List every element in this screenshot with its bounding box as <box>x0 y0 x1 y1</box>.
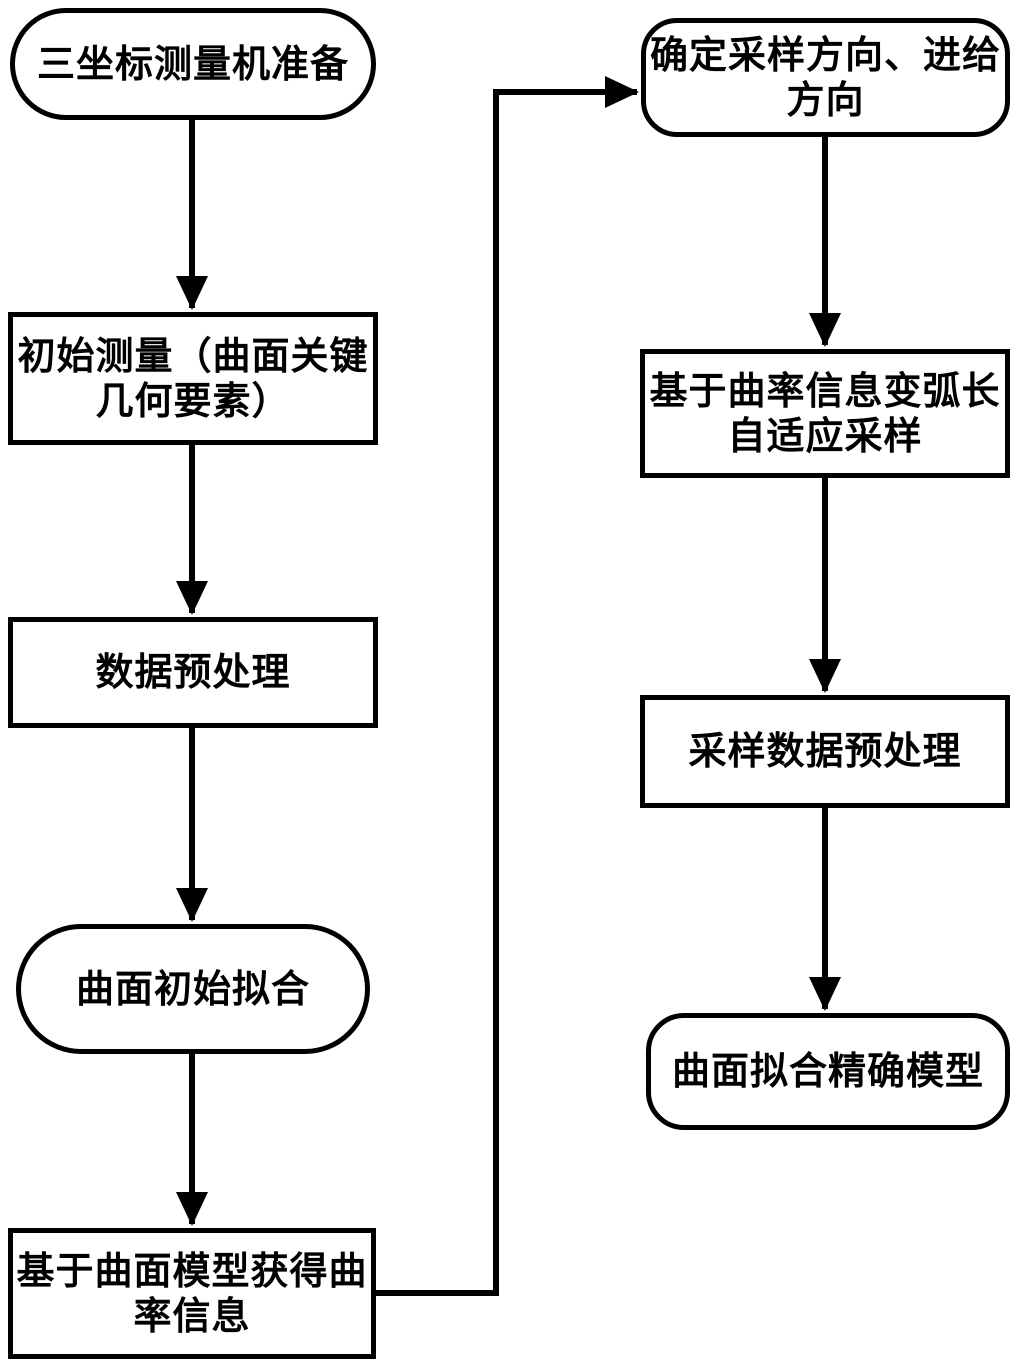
node-label-line: 确定采样方向、进给 <box>649 33 1001 78</box>
flow-node-determine-sampling-feed-direction: 确定采样方向、进给 方向 <box>641 18 1010 137</box>
flow-node-curvature-from-surface-model: 基于曲面模型获得曲 率信息 <box>8 1228 376 1359</box>
node-label-line: 方向 <box>786 77 865 122</box>
node-label-line: 曲面初始拟合 <box>75 966 310 1011</box>
flow-node-cmm-preparation: 三坐标测量机准备 <box>10 8 376 120</box>
node-label-line: 率信息 <box>133 1293 251 1338</box>
flow-node-initial-measurement: 初始测量（曲面关键 几何要素） <box>8 312 378 445</box>
node-label-line: 初始测量（曲面关键 <box>17 334 369 379</box>
node-label-line: 数据预处理 <box>95 650 291 695</box>
flow-node-surface-initial-fitting: 曲面初始拟合 <box>16 924 370 1054</box>
node-label-line: 基于曲率信息变弧长 <box>649 369 1001 414</box>
node-label-line: 自适应采样 <box>727 413 923 458</box>
flow-node-data-preprocessing: 数据预处理 <box>8 617 378 728</box>
flow-node-surface-fitting-accurate-model: 曲面拟合精确模型 <box>646 1013 1010 1130</box>
flow-node-curvature-adaptive-arc-sampling: 基于曲率信息变弧长 自适应采样 <box>640 349 1010 478</box>
node-label-line: 基于曲面模型获得曲 <box>16 1249 368 1294</box>
node-label-line: 曲面拟合精确模型 <box>671 1049 984 1094</box>
flow-node-sampled-data-preprocessing: 采样数据预处理 <box>640 695 1010 808</box>
node-label-line: 三坐标测量机准备 <box>36 41 349 86</box>
node-label-line: 几何要素） <box>95 378 291 423</box>
connector-curvature-to-directions <box>376 76 639 1296</box>
node-label-line: 采样数据预处理 <box>688 729 962 774</box>
